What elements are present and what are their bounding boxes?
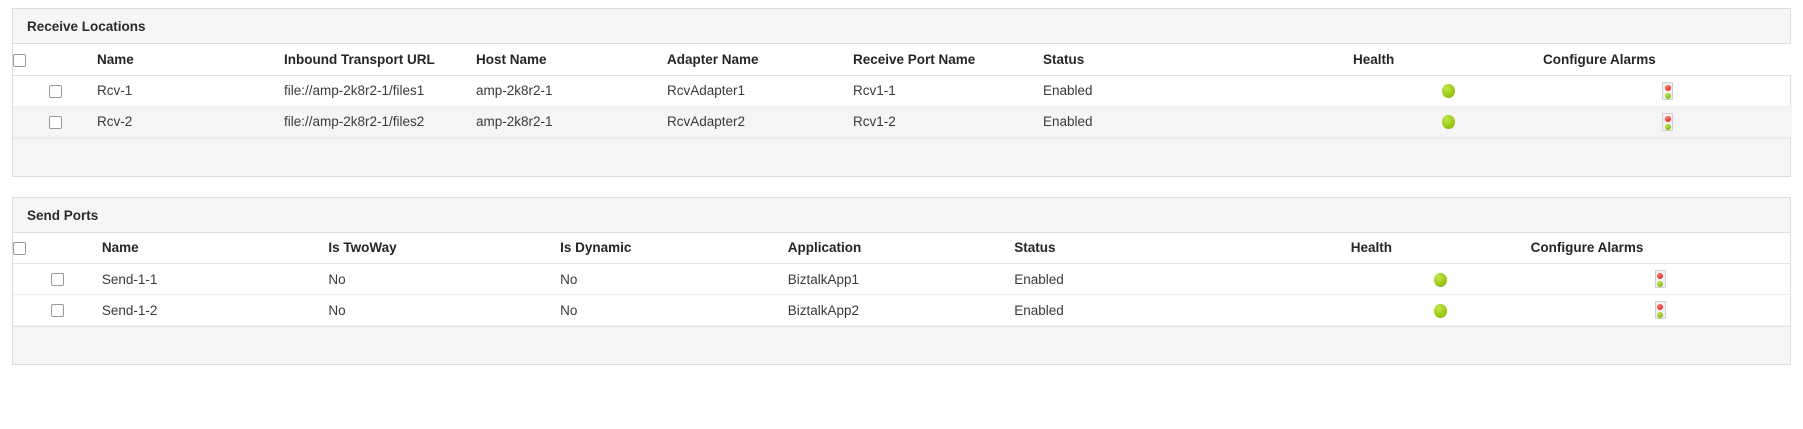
health-status-green-icon xyxy=(1434,303,1448,318)
cell-name: Rcv-2 xyxy=(97,106,284,138)
health-status-green-icon xyxy=(1441,115,1455,130)
panel-receive-locations: Receive Locations Name Inbou xyxy=(12,8,1792,177)
send-ports-table-footer xyxy=(13,326,1790,364)
cell-health xyxy=(1353,75,1543,107)
health-status-green-icon xyxy=(1434,272,1448,287)
traffic-light-green-lamp-icon xyxy=(1664,92,1671,99)
column-header-health[interactable]: Health xyxy=(1353,44,1543,76)
panel-send-ports: Send Ports Name Is TwoWay I xyxy=(12,196,1791,365)
page-container: Receive Locations Name Inbou xyxy=(12,8,1792,365)
traffic-light-icon[interactable] xyxy=(1662,81,1673,100)
cell-status: Enabled xyxy=(1043,75,1353,107)
column-header-configure-alarms[interactable]: Configure Alarms xyxy=(1543,44,1792,76)
table-row[interactable]: Send-1-2 No No BiztalkApp2 Enabled xyxy=(13,294,1790,326)
cell-configure-alarms xyxy=(1530,263,1790,295)
traffic-light-red-lamp-icon xyxy=(1664,115,1671,122)
cell-status: Enabled xyxy=(1014,294,1351,326)
table-row[interactable]: Rcv-2 file://amp-2k8r2-1/files2 amp-2k8r… xyxy=(13,106,1792,138)
cell-configure-alarms xyxy=(1543,75,1792,107)
traffic-light-green-lamp-icon xyxy=(1657,281,1664,287)
cell-is-twoway: No xyxy=(328,294,561,326)
cell-receive-port-name: Rcv1-1 xyxy=(853,75,1043,107)
cell-adapter-name: RcvAdapter1 xyxy=(667,75,853,107)
row-checkbox[interactable] xyxy=(48,115,62,129)
traffic-light-icon[interactable] xyxy=(1654,301,1666,319)
health-status-green-icon xyxy=(1441,84,1455,99)
row-select-cell xyxy=(13,75,97,107)
cell-configure-alarms xyxy=(1543,106,1792,138)
cell-receive-port-name: Rcv1-2 xyxy=(853,106,1043,138)
table-row[interactable]: Rcv-1 file://amp-2k8r2-1/files1 amp-2k8r… xyxy=(13,75,1792,107)
traffic-light-icon[interactable] xyxy=(1654,270,1666,288)
cell-status: Enabled xyxy=(1014,263,1351,295)
table-header-row: Name Is TwoWay Is Dynamic Application St… xyxy=(13,232,1790,264)
traffic-light-red-lamp-icon xyxy=(1657,273,1664,279)
cell-configure-alarms xyxy=(1530,294,1790,326)
panel-title-receive-locations: Receive Locations xyxy=(13,9,1790,44)
column-header-status[interactable]: Status xyxy=(1043,44,1353,76)
column-header-adapter-name[interactable]: Adapter Name xyxy=(667,44,853,76)
row-select-cell xyxy=(13,263,102,295)
column-header-select xyxy=(13,44,97,76)
column-header-host-name[interactable]: Host Name xyxy=(476,44,667,76)
cell-inbound-transport-url: file://amp-2k8r2-1/files1 xyxy=(284,75,476,107)
column-header-is-dynamic[interactable]: Is Dynamic xyxy=(560,232,788,264)
column-header-name[interactable]: Name xyxy=(101,232,329,264)
traffic-light-icon[interactable] xyxy=(1662,112,1673,131)
send-ports-table: Name Is TwoWay Is Dynamic Application St… xyxy=(13,232,1790,326)
cell-is-twoway: No xyxy=(328,263,561,295)
receive-locations-table-footer xyxy=(13,137,1790,176)
cell-is-dynamic: No xyxy=(560,263,788,295)
cell-host-name: amp-2k8r2-1 xyxy=(476,75,667,107)
cell-health xyxy=(1350,294,1531,326)
column-header-inbound-transport-url[interactable]: Inbound Transport URL xyxy=(284,44,476,76)
traffic-light-green-lamp-icon xyxy=(1657,312,1664,318)
cell-adapter-name: RcvAdapter2 xyxy=(667,106,853,138)
column-header-is-twoway[interactable]: Is TwoWay xyxy=(328,232,561,264)
column-header-receive-port-name[interactable]: Receive Port Name xyxy=(853,44,1043,76)
table-row[interactable]: Send-1-1 No No BiztalkApp1 Enabled xyxy=(13,263,1790,295)
cell-name: Send-1-2 xyxy=(101,294,329,326)
cell-application: BiztalkApp2 xyxy=(787,294,1015,326)
row-checkbox[interactable] xyxy=(50,273,64,287)
cell-inbound-transport-url: file://amp-2k8r2-1/files2 xyxy=(284,106,476,138)
column-header-select xyxy=(13,232,102,264)
cell-name: Rcv-1 xyxy=(97,75,284,107)
column-header-name[interactable]: Name xyxy=(97,44,284,76)
row-checkbox[interactable] xyxy=(48,84,62,98)
cell-name: Send-1-1 xyxy=(101,263,329,295)
cell-is-dynamic: No xyxy=(560,294,788,326)
row-select-cell xyxy=(13,294,102,326)
receive-locations-table: Name Inbound Transport URL Host Name Ada… xyxy=(13,44,1792,138)
select-all-checkbox-send[interactable] xyxy=(13,242,26,256)
column-header-configure-alarms[interactable]: Configure Alarms xyxy=(1530,232,1790,264)
cell-health xyxy=(1353,106,1543,138)
row-select-cell xyxy=(13,106,97,138)
cell-health xyxy=(1350,263,1531,295)
column-header-health[interactable]: Health xyxy=(1350,232,1531,264)
table-header-row: Name Inbound Transport URL Host Name Ada… xyxy=(13,44,1792,76)
column-header-application[interactable]: Application xyxy=(787,232,1015,264)
traffic-light-red-lamp-icon xyxy=(1664,84,1671,91)
cell-application: BiztalkApp1 xyxy=(787,263,1015,295)
traffic-light-green-lamp-icon xyxy=(1664,123,1671,130)
cell-status: Enabled xyxy=(1043,106,1353,138)
cell-host-name: amp-2k8r2-1 xyxy=(476,106,667,138)
select-all-checkbox-receive[interactable] xyxy=(13,53,26,67)
panel-title-send-ports: Send Ports xyxy=(13,197,1790,233)
row-checkbox[interactable] xyxy=(50,304,64,318)
column-header-status[interactable]: Status xyxy=(1014,232,1351,264)
traffic-light-red-lamp-icon xyxy=(1657,304,1664,310)
